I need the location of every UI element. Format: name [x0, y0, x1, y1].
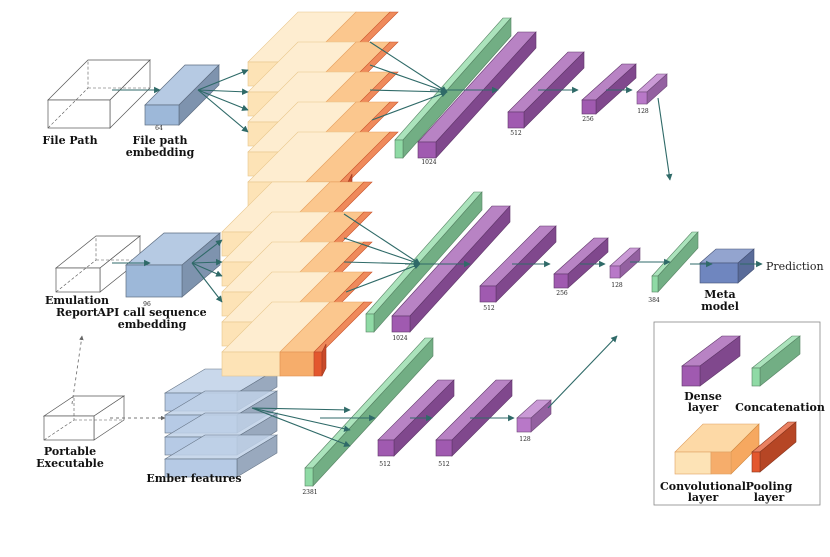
arrow-top-merge — [657, 97, 673, 181]
legend-conv-swatch — [674, 423, 760, 475]
label-api-embedding-1: API call sequence — [96, 306, 206, 319]
portable-executable-input-box — [42, 395, 126, 441]
legend-pool-1: Pooling — [746, 480, 793, 493]
num-mid-dense-3: 128 — [611, 282, 623, 289]
arrow-fp-conv-3 — [197, 89, 249, 111]
diagram-labels: File Path Emulation Report Portable Exec… — [36, 108, 825, 504]
label-file-path: File Path — [42, 134, 97, 147]
arrow-fp-conv-4 — [197, 89, 249, 133]
label-meta-1: Meta — [704, 288, 735, 301]
mid-concat-layer — [365, 191, 483, 333]
bottom-dense-128 — [516, 399, 552, 433]
legend-pool-2: layer — [754, 491, 785, 504]
num-top-concat: 1024 — [421, 159, 436, 166]
label-meta-2: model — [701, 300, 739, 313]
arrow-fp-conv-2 — [197, 88, 249, 96]
legend-dense-1: Dense — [684, 390, 722, 403]
label-file-path-dim: 64 — [155, 125, 163, 132]
label-ember: Ember features — [146, 472, 241, 485]
arrow-midconv-concat-2 — [343, 237, 421, 266]
label-portable: Portable — [44, 445, 96, 458]
mid-dense-128 — [609, 247, 641, 279]
arrow-topconv-concat-4 — [371, 90, 448, 121]
legend-conv-1: Convolutional — [660, 480, 746, 493]
arrow-midconv-concat-4 — [345, 263, 421, 293]
num-bottom-concat: 2381 — [302, 489, 317, 496]
arrow-ember-2 — [251, 407, 351, 432]
num-mid-dense-1: 512 — [483, 305, 495, 312]
arrow-topconv-concat-2 — [369, 64, 448, 94]
api-embedding-box — [125, 232, 221, 298]
mid-dense-1024 — [391, 205, 511, 333]
file-path-input-box — [47, 59, 151, 129]
num-bottom-dense-3: 128 — [519, 436, 531, 443]
top-concat-layer — [394, 17, 512, 159]
label-prediction: Prediction — [766, 260, 824, 273]
legend-pool-swatch — [751, 421, 797, 473]
ember-feature-layer-4 — [163, 434, 279, 478]
arrow-midconv-concat-1 — [343, 213, 421, 265]
arrow-topconv-concat-3 — [369, 88, 448, 96]
legend-conv-2: layer — [688, 491, 719, 504]
top-dense-128 — [636, 73, 668, 105]
label-emulation: Emulation — [45, 294, 109, 307]
arrow-api-conv-3 — [191, 262, 223, 277]
diagram-shapes — [42, 11, 821, 506]
arrow-api-conv-1 — [191, 239, 223, 264]
num-top-dense-3: 128 — [637, 108, 649, 115]
num-bottom-dense-1: 512 — [379, 461, 391, 468]
top-dense-256 — [581, 63, 637, 115]
meta-model-box — [699, 248, 755, 284]
file-path-embedding-box — [144, 64, 220, 126]
label-report: Report — [56, 306, 99, 319]
arrow-ember-3 — [251, 407, 351, 447]
arrow-fp-conv-1 — [197, 69, 249, 91]
label-file-path-embedding-1: File path — [133, 134, 188, 147]
num-top-dense-2: 256 — [582, 116, 594, 123]
legend-concat-swatch — [751, 335, 801, 387]
top-dense-1024 — [417, 31, 537, 159]
diagram-arrows — [71, 41, 763, 447]
num-top-dense-1: 512 — [510, 130, 522, 137]
arrow-bot-merge — [547, 335, 618, 409]
legend-dense-swatch — [681, 335, 741, 387]
label-file-path-embedding-2: embedding — [126, 146, 195, 159]
merge-concat-layer — [651, 231, 699, 293]
bottom-concat-layer — [304, 337, 434, 487]
emulation-report-input-box — [55, 235, 141, 293]
legend-dense-2: layer — [688, 401, 719, 414]
num-mid-dense-2: 256 — [556, 290, 568, 297]
arrow-api-conv-4 — [191, 262, 223, 303]
label-api-dim: 96 — [143, 301, 151, 308]
num-bottom-dense-2: 512 — [438, 461, 450, 468]
label-api-embedding-2: embedding — [118, 318, 187, 331]
arrow-ember-1 — [251, 406, 351, 414]
label-executable: Executable — [36, 457, 104, 470]
legend-concat: Concatenation — [735, 401, 825, 414]
num-mid-concat: 1024 — [392, 335, 407, 342]
arrow-pe-emul — [71, 335, 84, 405]
mid-conv-layer-5 — [221, 301, 373, 377]
num-merge-concat: 384 — [648, 297, 660, 304]
arrow-topconv-concat-1 — [369, 41, 448, 93]
arrow-api-conv-2 — [191, 258, 223, 266]
mid-dense-256 — [553, 237, 609, 289]
